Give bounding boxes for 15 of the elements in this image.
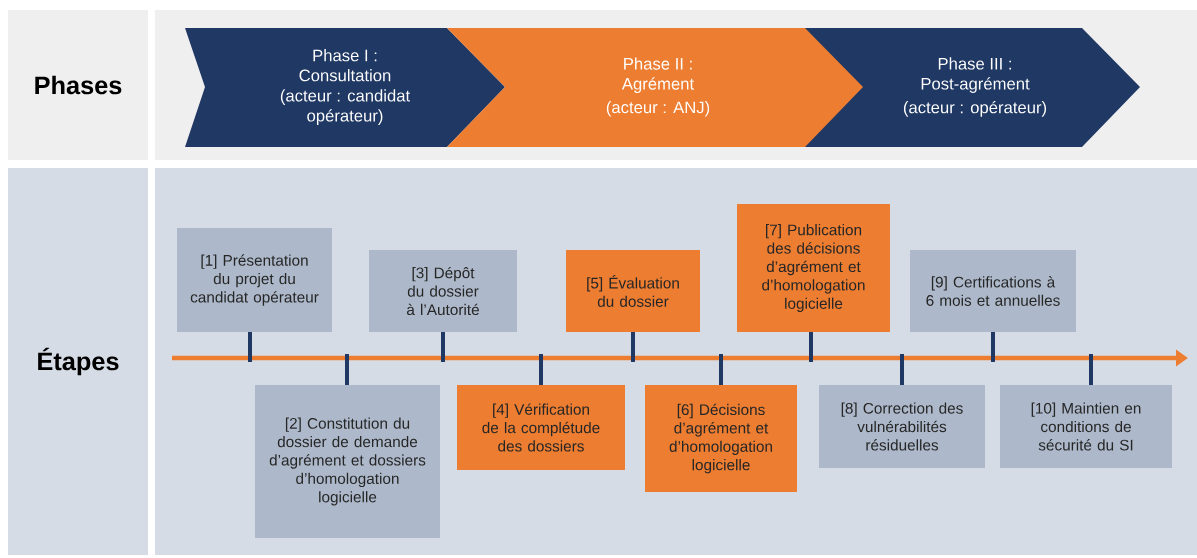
step-box: [8] Correction des vulnérabilités résiduelles bbox=[819, 385, 985, 468]
step-box: [1] Présentation du projet du candidat opérateur bbox=[177, 228, 332, 332]
step-box: [9] Certifications à 6 mois et annuelles bbox=[910, 250, 1076, 332]
step-box: [7] Publication des décisions d’agrément et d’homologation logicielle bbox=[737, 204, 890, 332]
phase-banner: Phase I : Consultation (acteur : candidat opérateur) bbox=[185, 28, 505, 147]
row-header: Étapes bbox=[8, 168, 148, 555]
row-header: Phases bbox=[8, 10, 148, 160]
step-box: [5] Évaluation du dossier bbox=[566, 250, 700, 332]
step-box: [4] Vérification de la complétude des dossiers bbox=[457, 385, 625, 470]
step-box: [3] Dépôt du dossier à l’Autorité bbox=[369, 250, 517, 332]
step-box: [10] Maintien en conditions de sécurité du SI bbox=[1000, 385, 1172, 468]
step-box: [6] Décisions d’agrément et d’homologation logicielle bbox=[645, 385, 797, 492]
phase-banner: Phase III : Post-agrément (acteur : opérateur) bbox=[805, 28, 1140, 147]
step-box: [2] Constitution du dossier de demande d’agrément et dossiers d’homologation logicielle bbox=[255, 385, 440, 538]
phase-banner: Phase II : Agrément (acteur : ANJ) bbox=[447, 28, 865, 147]
